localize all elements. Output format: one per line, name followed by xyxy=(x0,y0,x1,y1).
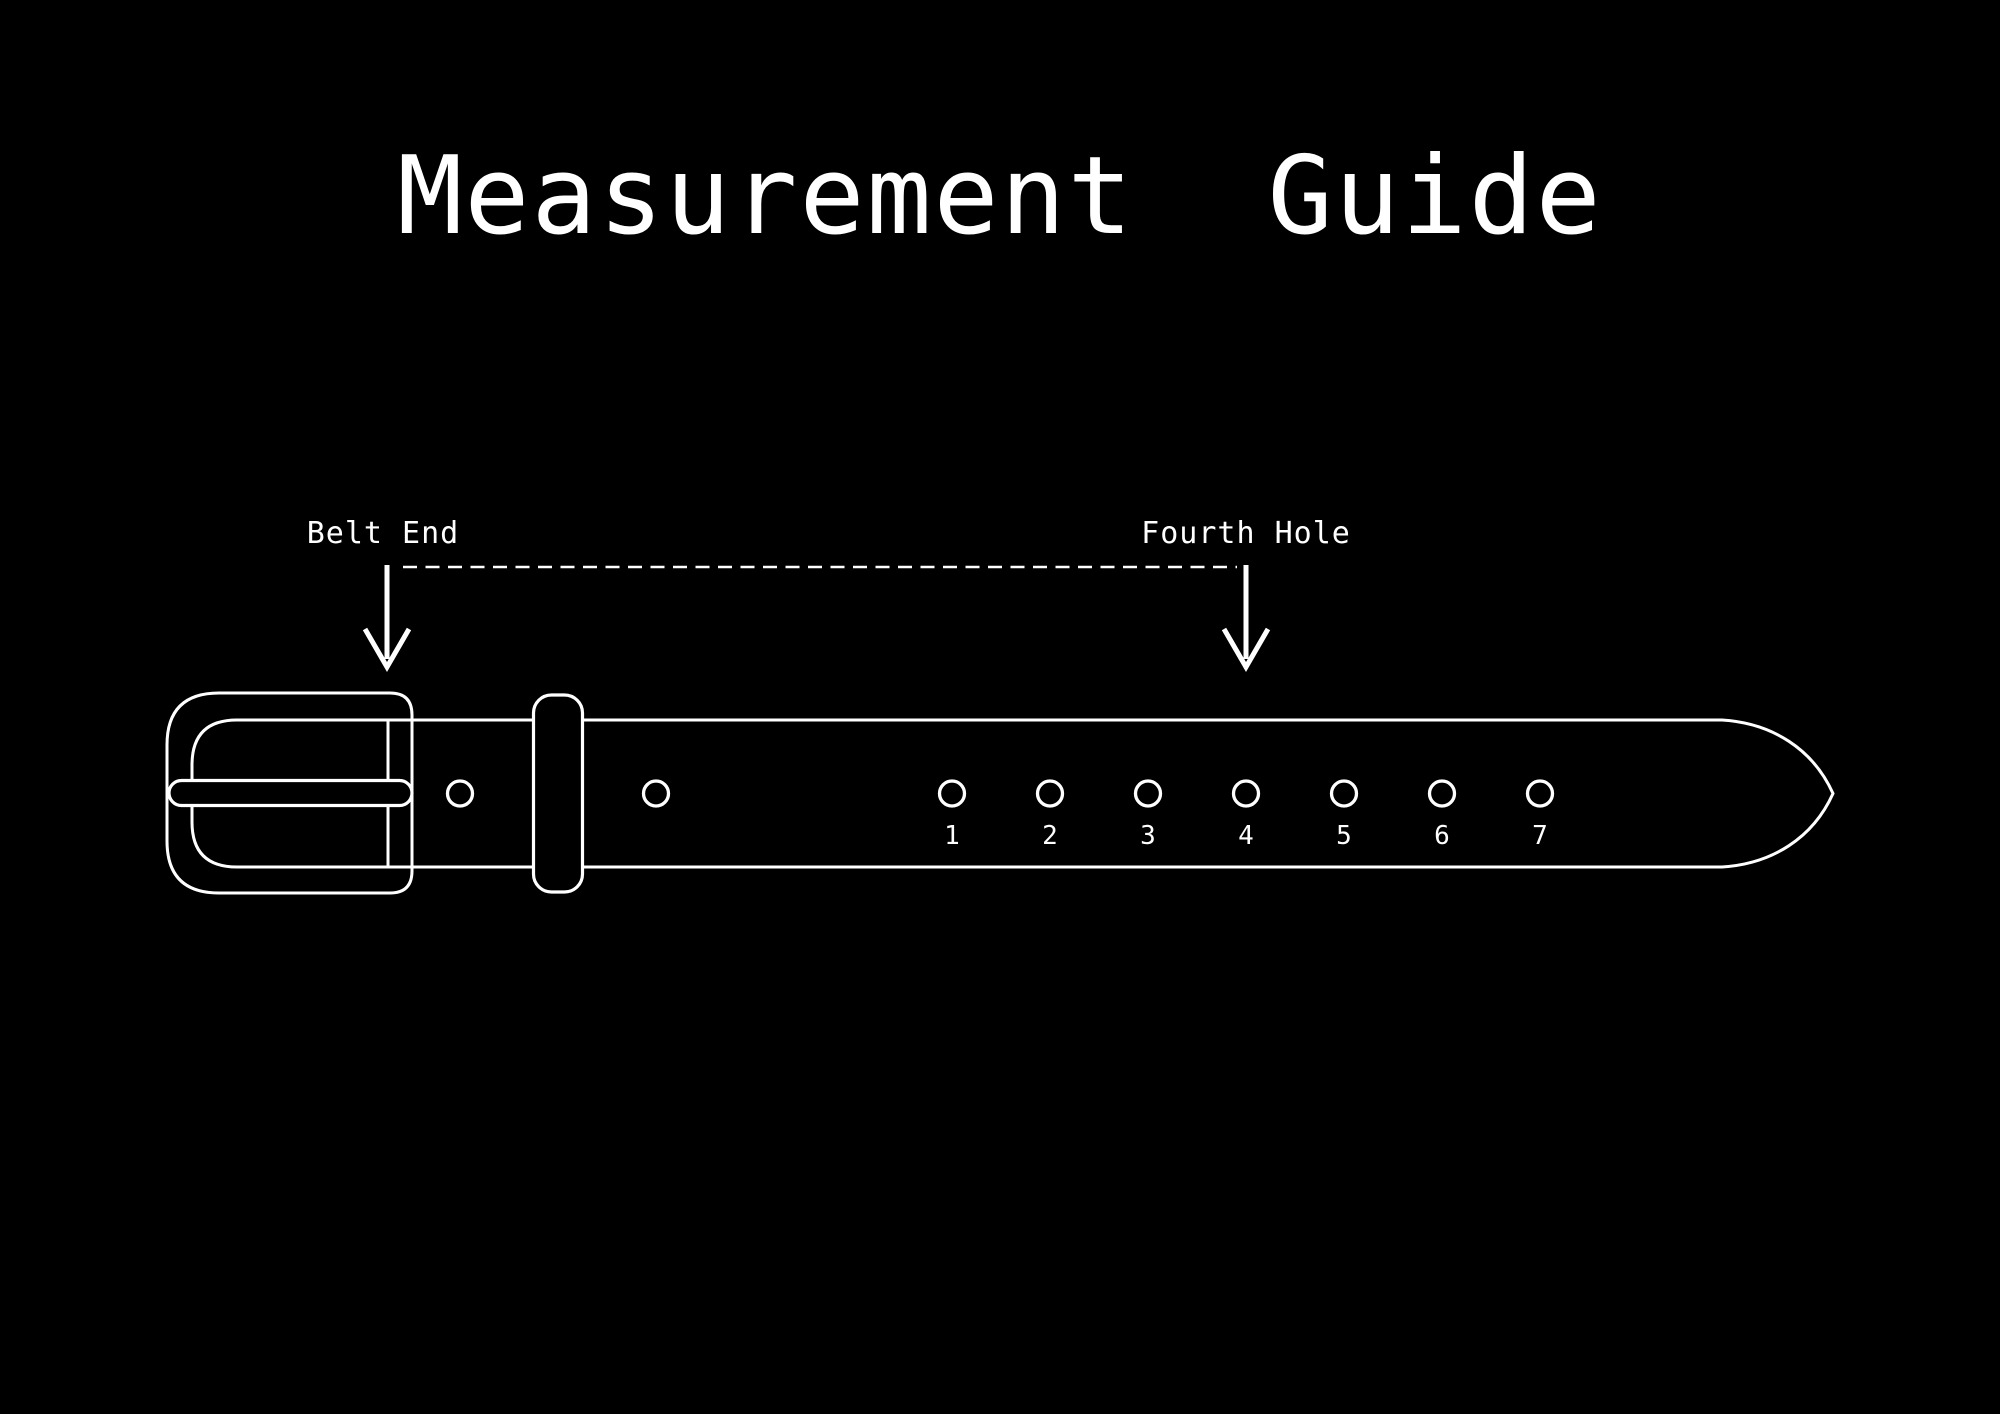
belt-strap xyxy=(388,718,1835,869)
belt-end-arrow-icon xyxy=(362,565,412,672)
hole-number-4: 4 xyxy=(1238,821,1254,851)
hole-number-5: 5 xyxy=(1336,821,1352,851)
page-title: Measurement Guide xyxy=(397,134,1602,259)
belt-hole-2 xyxy=(1035,779,1065,808)
fourth-hole-arrow-icon xyxy=(1221,565,1271,672)
belt-hole xyxy=(445,779,475,808)
belt-hole-3 xyxy=(1133,779,1163,808)
belt-end-label: Belt End xyxy=(307,516,460,551)
belt-hole-6 xyxy=(1427,779,1457,808)
belt-hole xyxy=(641,779,671,808)
fourth-hole-label: Fourth Hole xyxy=(1141,516,1351,551)
belt-hole-4 xyxy=(1231,779,1261,808)
hole-number-2: 2 xyxy=(1042,821,1058,851)
hole-number-7: 7 xyxy=(1532,821,1548,851)
belt-hole-7 xyxy=(1525,779,1555,808)
hole-number-6: 6 xyxy=(1434,821,1450,851)
belt-loop xyxy=(531,693,585,894)
hole-number-1: 1 xyxy=(944,821,960,851)
buckle-frame-outer xyxy=(165,691,414,895)
belt-illustration: 1 2 3 4 5 6 7 xyxy=(165,691,1835,895)
belt-hole-5 xyxy=(1329,779,1359,808)
hole-number-3: 3 xyxy=(1140,821,1156,851)
belt-hole-1 xyxy=(937,779,967,808)
buckle-prong xyxy=(167,778,414,808)
